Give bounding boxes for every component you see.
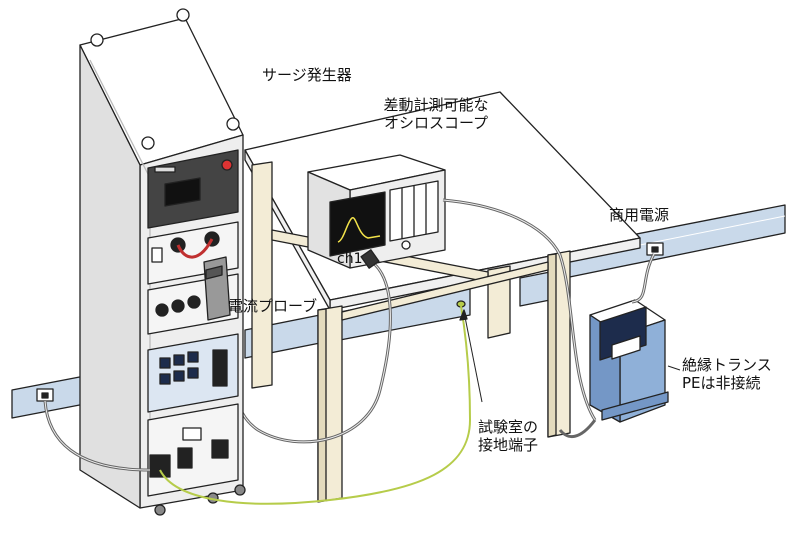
table-leg-back-mid (487, 265, 511, 339)
label-transformer-line2: PEは非接続 (682, 374, 761, 392)
oscilloscope-icon (307, 154, 446, 269)
label-transformer-line1: 絶縁トランス (682, 356, 772, 374)
label-surge-generator: サージ発生器 (262, 66, 352, 84)
label-transformer: 絶縁トランス PEは非接続 (682, 356, 792, 392)
label-ground-terminal: 試験室の 接地端子 (478, 418, 538, 454)
outlet-icon-left (36, 388, 54, 402)
label-mains-power: 商用電源 (609, 206, 670, 224)
current-probe-icon (203, 256, 231, 321)
label-oscilloscope: 差動計測可能な オシロスコープ (366, 96, 506, 132)
transformer-output-cable (558, 419, 597, 439)
leader-ground (463, 311, 483, 403)
surge-generator-icon (79, 8, 246, 516)
label-oscilloscope-line1: 差動計測可能な (383, 96, 489, 114)
outlet-icon-right (646, 242, 664, 256)
label-current-probe: 電流プローブ (228, 297, 318, 315)
label-ground-line2: 接地端子 (478, 436, 539, 454)
label-oscilloscope-line2: オシロスコープ (383, 114, 489, 132)
label-ground-line1: 試験室の (478, 418, 539, 436)
ground-wire (159, 305, 471, 505)
waveform (337, 217, 381, 243)
isolation-transformer-icon (589, 299, 669, 423)
leader-transformer (667, 365, 681, 371)
table-leg-back-left (251, 161, 273, 389)
label-scope-channel: ch1 (337, 251, 363, 267)
